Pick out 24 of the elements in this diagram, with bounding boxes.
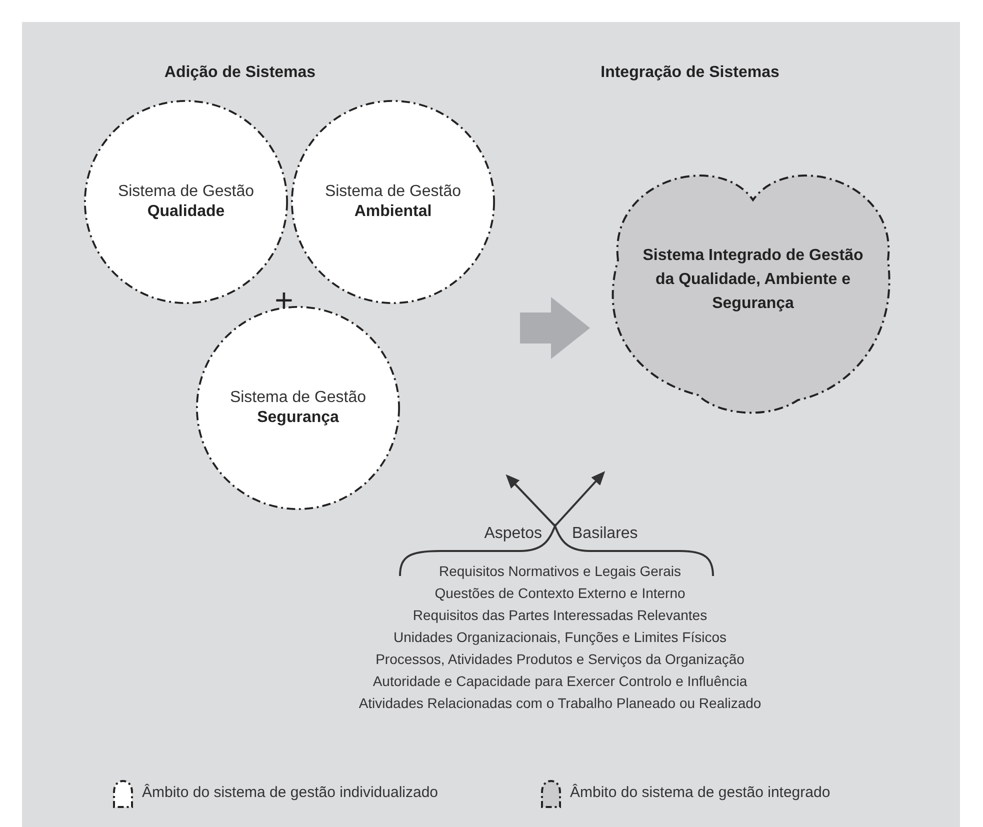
section-heading: Integração de Sistemas [600, 64, 780, 82]
circle-node [291, 100, 495, 304]
node-title: Segurança [257, 408, 339, 428]
bracket-label: Aspetos [484, 524, 542, 544]
node-title: Qualidade [147, 202, 225, 222]
list-item: Questões de Contexto Externo e Interno [434, 584, 686, 603]
node-text: Sistema de Gestão [324, 182, 462, 202]
section-heading: Adição de Sistemas [163, 64, 317, 82]
list-item: Requisitos Normativos e Legais Gerais [438, 562, 682, 581]
node-title: Ambiental [354, 202, 432, 222]
arrow [506, 474, 556, 527]
legend-text: Âmbito do sistema de gestão integrado [570, 784, 830, 801]
bracket-label: Basilares [572, 524, 638, 544]
list-item: Processos, Atividades Produtos e Serviços da Organização [374, 650, 746, 669]
list-item: Unidades Organizacionais, Funções e Limites Físicos [392, 628, 728, 647]
arrow [554, 471, 606, 527]
node-text: Sistema de Gestão [118, 182, 254, 202]
list-item: Requisitos das Partes Interessadas Relevantes [412, 606, 708, 625]
legend-text: Âmbito do sistema de gestão individualizado [142, 784, 438, 801]
list-item: Autoridade e Capacidade para Exercer Controlo e Influência [372, 672, 748, 691]
list-item: Atividades Relacionadas com o Trabalho Planeado ou Realizado [358, 694, 762, 713]
block-arrow [520, 297, 590, 359]
plus-sign: + [274, 282, 294, 319]
node-text: Sistema de Gestão [230, 388, 366, 408]
